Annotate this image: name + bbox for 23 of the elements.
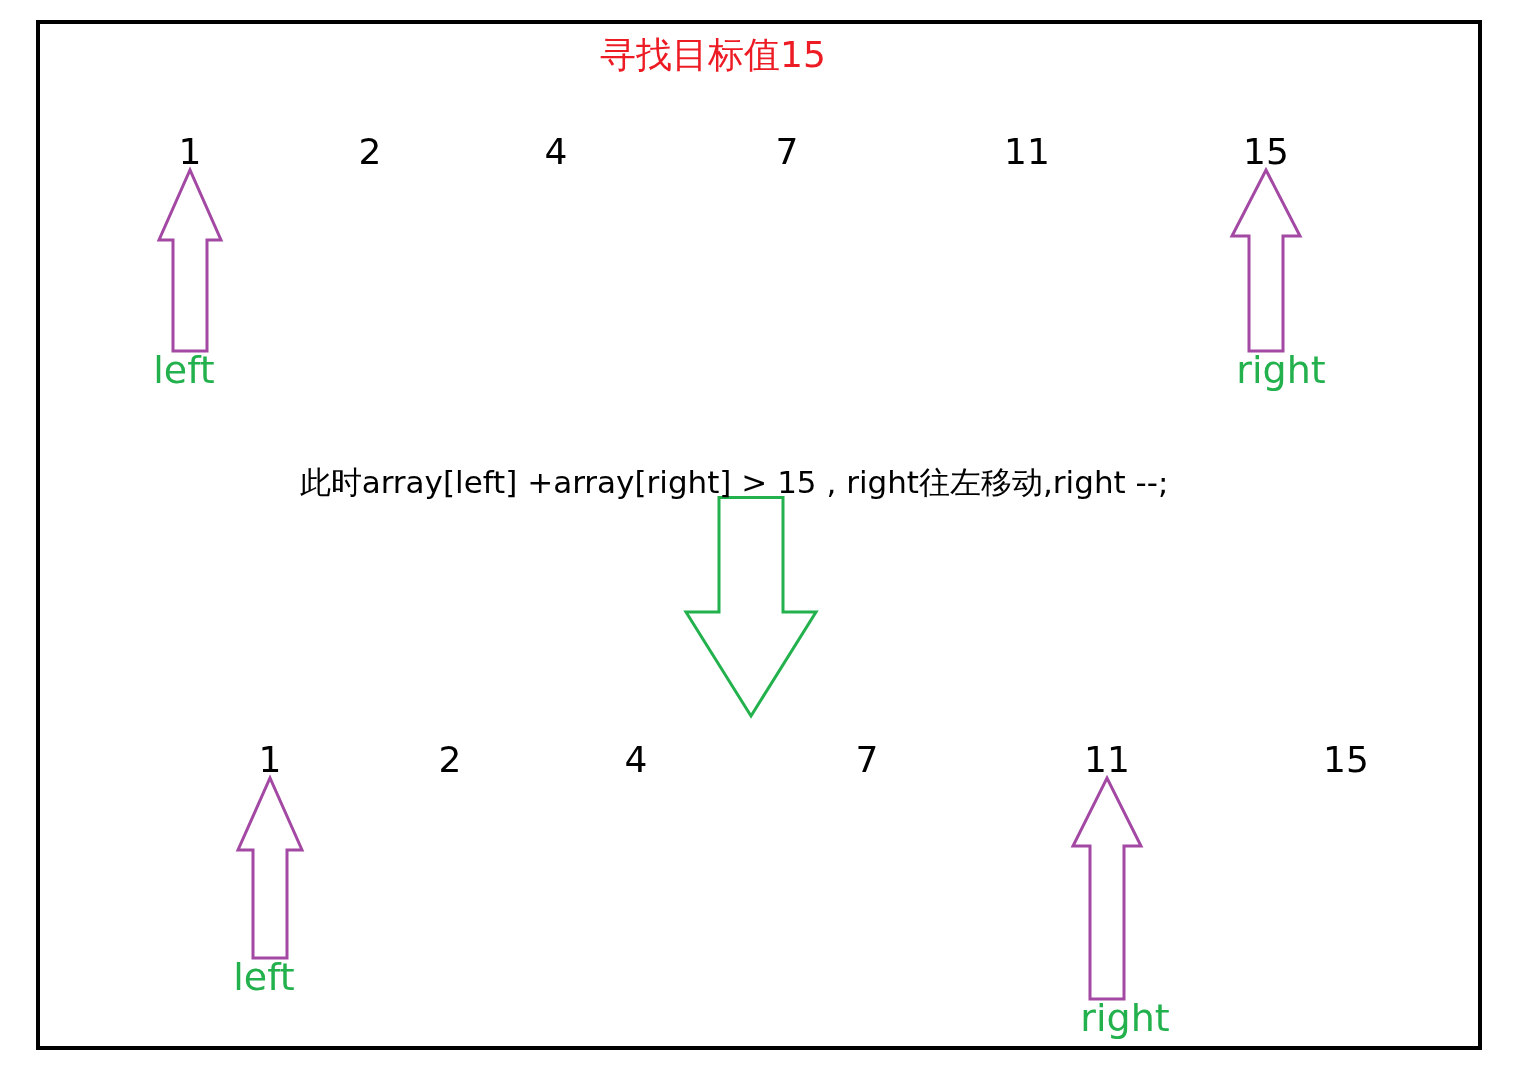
pointer-label: left (233, 958, 295, 996)
array-value: 15 (1323, 742, 1369, 778)
array-value: 1 (258, 742, 282, 778)
array-value: 4 (624, 742, 648, 778)
block-arrow (1070, 774, 1144, 1001)
array-value: 1 (178, 134, 202, 170)
pointer-label: right (1080, 999, 1170, 1037)
array-value: 11 (1084, 742, 1130, 778)
block-arrow (683, 496, 819, 719)
pointer-label: right (1236, 351, 1326, 389)
block-arrow (156, 166, 224, 353)
array-value: 4 (544, 134, 568, 170)
array-value: 2 (438, 742, 462, 778)
block-arrow (1229, 166, 1303, 353)
array-value: 7 (775, 134, 799, 170)
array-value: 2 (358, 134, 382, 170)
pointer-label: left (153, 351, 215, 389)
array-value: 15 (1243, 134, 1289, 170)
block-arrow (235, 774, 305, 960)
array-value: 7 (855, 742, 879, 778)
title: 寻找目标值15 (600, 37, 826, 73)
step-description: 此时array[left] +array[right] > 15 , right往左移动,right --; (299, 466, 1169, 498)
array-value: 11 (1004, 134, 1050, 170)
